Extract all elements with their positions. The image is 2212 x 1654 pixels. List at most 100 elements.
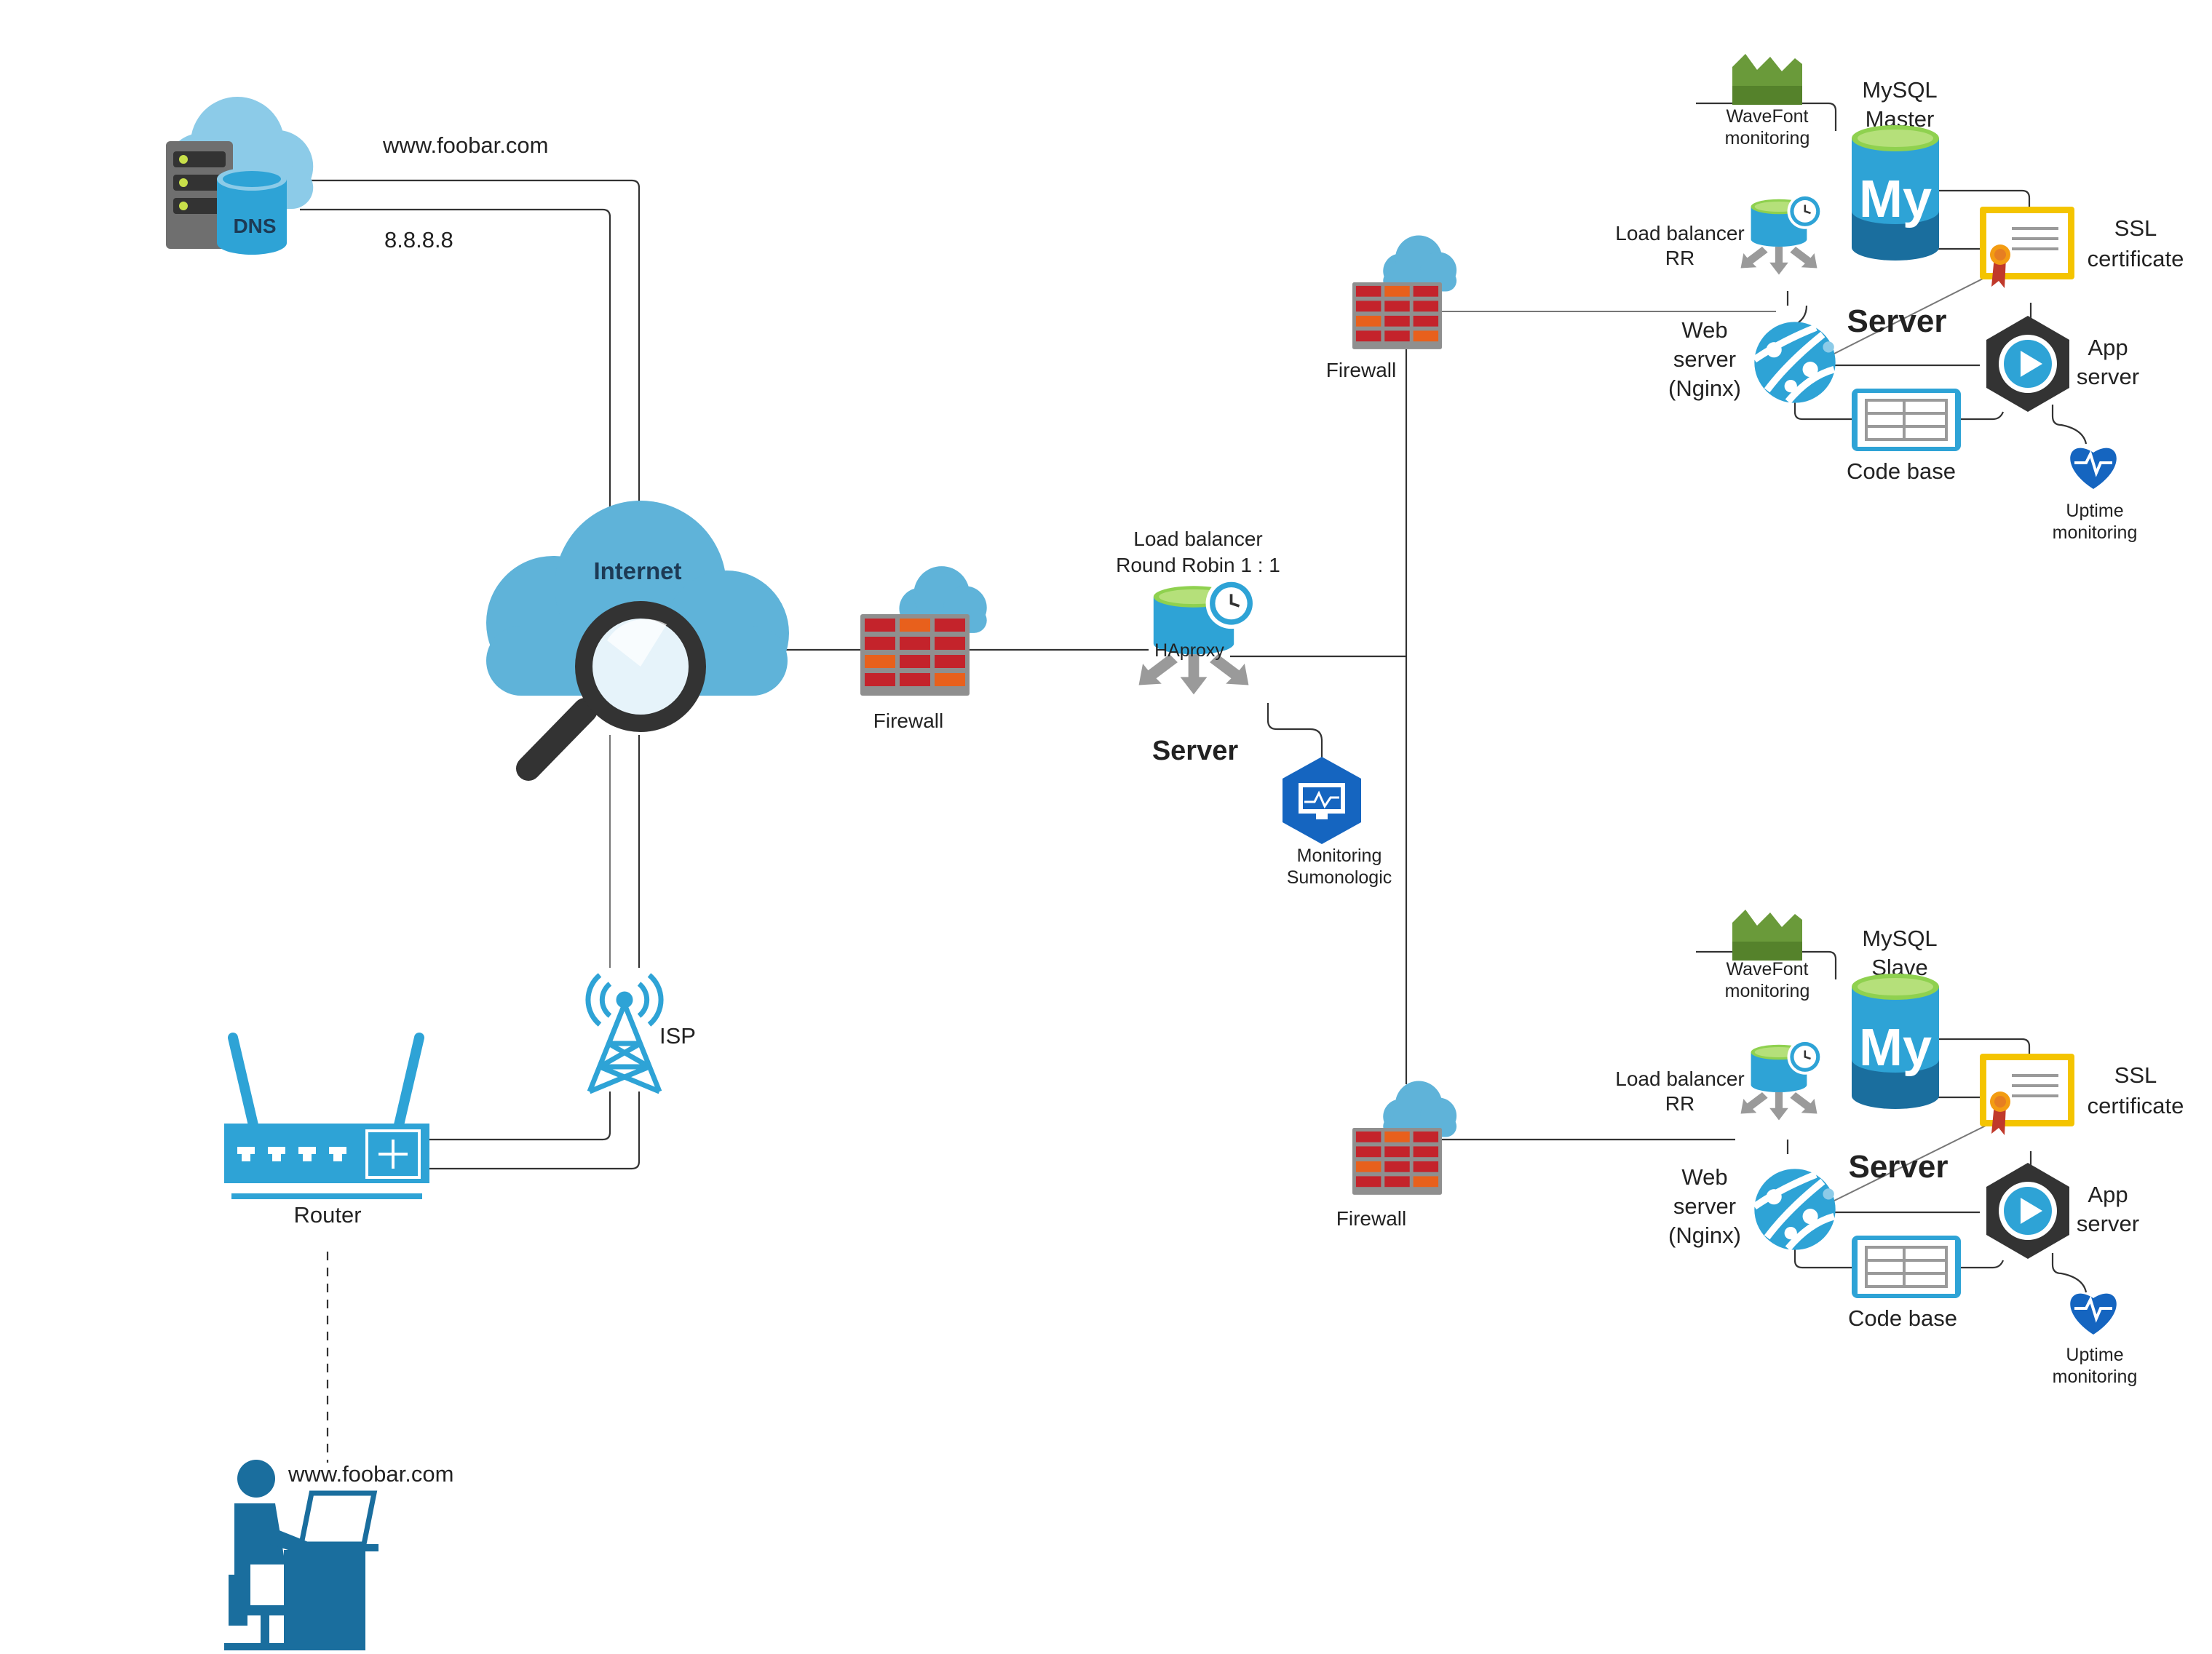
dns-ip-link <box>300 208 611 538</box>
dns-ip-label: 8.8.8.8 <box>384 227 453 253</box>
uptime-heart-icon <box>2069 446 2118 490</box>
firewall-label: Firewall <box>1326 359 1396 381</box>
lb-title-line1: Load balancer <box>1133 528 1262 550</box>
wavefront-label-line2: monitoring <box>1725 981 1810 1001</box>
server2-code-base[interactable]: Code base <box>1848 1236 1961 1331</box>
router-icon <box>224 1033 429 1199</box>
load-balancer-icon <box>1137 576 1258 696</box>
monitoring-icon <box>1283 757 1361 844</box>
dns-node[interactable]: DNS <box>166 97 314 255</box>
load-balancer-icon <box>1740 1038 1824 1121</box>
server1-code-base[interactable]: Code base <box>1847 389 1961 484</box>
connector-lines <box>300 179 1776 1463</box>
server2-wavefront[interactable]: WaveFont monitoring <box>1725 910 1810 1001</box>
main-load-balancer-node[interactable]: Load balancer Round Robin 1 : 1 HAproxy … <box>1116 528 1280 766</box>
internet-cloud-search-icon <box>486 501 789 781</box>
main-firewall-node[interactable]: Firewall <box>860 566 987 732</box>
firewall-label: Firewall <box>1336 1207 1406 1230</box>
code-base-icon <box>1852 389 1961 451</box>
lb-rr-label-line2: RR <box>1665 247 1694 269</box>
server1-wavefront[interactable]: WaveFont monitoring <box>1725 54 1810 148</box>
internet-node[interactable]: Internet <box>486 501 789 781</box>
server1-mysql[interactable]: MySQL Master My <box>1852 77 1939 261</box>
monitoring-label-line2: Sumonologic <box>1287 867 1392 888</box>
server2-firewall[interactable]: Firewall <box>1336 1081 1457 1230</box>
web-label-line3: (Nginx) <box>1668 375 1741 401</box>
web-server-icon <box>1754 322 1835 402</box>
main-firewall-label: Firewall <box>873 709 943 732</box>
server-cluster-1[interactable]: Firewall WaveFont monitoring MySQL Maste… <box>1326 54 2184 543</box>
code-base-label: Code base <box>1848 1305 1957 1331</box>
firewall-icon <box>860 614 970 696</box>
server1-load-balancer[interactable]: Load balancer RR <box>1615 192 1824 276</box>
isp-router-link-2 <box>428 1092 641 1170</box>
server1-uptime[interactable]: Uptime monitoring <box>2053 446 2138 543</box>
ssl-label-line1: SSL <box>2114 215 2157 241</box>
web-label-line3: (Nginx) <box>1668 1222 1741 1248</box>
server1-firewall[interactable]: Firewall <box>1326 235 1457 381</box>
user-node[interactable]: www.foobar.com <box>224 1460 453 1650</box>
isp-tower-icon <box>585 973 664 1094</box>
ssl-certificate-icon <box>1980 1054 2074 1135</box>
server2-web-server[interactable]: Web server (Nginx) <box>1668 1164 1836 1250</box>
web-label-line2: server <box>1673 1193 1736 1219</box>
mysql-logo-text: My <box>1859 170 1932 228</box>
router-node[interactable]: Router <box>224 1033 429 1228</box>
firewall-icon <box>1352 1128 1442 1195</box>
web-server-icon <box>1754 1169 1835 1249</box>
server1-ssl[interactable]: SSL certificate <box>1980 207 2184 288</box>
lb-monitor-link <box>1266 703 1323 761</box>
dns-server-icon <box>166 141 287 255</box>
isp-label: ISP <box>659 1023 696 1049</box>
server1-web-server[interactable]: Web server (Nginx) <box>1668 317 1836 403</box>
app-label-line1: App <box>2088 1182 2128 1207</box>
firewall-icon <box>1352 282 1442 349</box>
isp-router-link-1 <box>428 1092 611 1141</box>
dns-domain-label: www.foobar.com <box>382 132 548 158</box>
ssl-label-line1: SSL <box>2114 1062 2157 1088</box>
server2-app-server[interactable]: App server <box>1986 1163 2139 1259</box>
app-label-line2: server <box>2077 1211 2139 1236</box>
ssl-label-line2: certificate <box>2088 1093 2184 1118</box>
server2-load-balancer[interactable]: Load balancer RR <box>1615 1038 1824 1121</box>
dns-domain-link <box>300 179 641 530</box>
uptime-label-line1: Uptime <box>2066 1345 2123 1365</box>
uptime-label-line1: Uptime <box>2066 501 2123 521</box>
lb-rr-label-line2: RR <box>1665 1092 1694 1115</box>
monitoring-node[interactable]: Monitoring Sumonologic <box>1283 757 1392 888</box>
server1-app-server[interactable]: App server <box>1986 316 2139 412</box>
ssl-label-line2: certificate <box>2088 246 2184 271</box>
mysql-label-line1: MySQL <box>1862 77 1937 103</box>
server2-wiring <box>1696 950 2088 1293</box>
server2-mysql[interactable]: MySQL Slave My <box>1852 926 1939 1109</box>
uptime-label-line2: monitoring <box>2053 1367 2138 1387</box>
user-computer-icon <box>224 1460 378 1650</box>
internet-label: Internet <box>593 557 681 584</box>
server2-uptime[interactable]: Uptime monitoring <box>2053 1292 2138 1387</box>
uptime-label-line2: monitoring <box>2053 522 2138 543</box>
lb-server-label: Server <box>1152 736 1239 766</box>
wavefront-label-line1: WaveFont <box>1726 959 1808 979</box>
dns-label: DNS <box>233 215 276 237</box>
isp-node[interactable]: ISP <box>585 973 696 1094</box>
mysql-label-line1: MySQL <box>1862 926 1937 951</box>
server-label: Server <box>1847 303 1946 339</box>
server-cluster-2[interactable]: Firewall WaveFont monitoring MySQL Slave… <box>1336 910 2184 1387</box>
app-server-icon <box>1986 1163 2069 1259</box>
app-label-line1: App <box>2088 335 2128 360</box>
lb-rr-label-line1: Load balancer <box>1615 1067 1744 1090</box>
wavefront-icon <box>1732 54 1802 105</box>
load-balancer-icon <box>1740 192 1824 276</box>
server-label: Server <box>1848 1149 1948 1185</box>
router-label: Router <box>293 1202 361 1228</box>
wavefront-label-line1: WaveFont <box>1726 106 1808 127</box>
wavefront-icon <box>1732 910 1802 961</box>
wavefront-label-line2: monitoring <box>1725 128 1810 148</box>
web-label-line1: Web <box>1681 317 1727 343</box>
server1-wiring <box>1696 102 2088 445</box>
server2-ssl[interactable]: SSL certificate <box>1980 1054 2184 1135</box>
app-label-line2: server <box>2077 364 2139 389</box>
web-label-line1: Web <box>1681 1164 1727 1190</box>
web-label-line2: server <box>1673 346 1736 372</box>
